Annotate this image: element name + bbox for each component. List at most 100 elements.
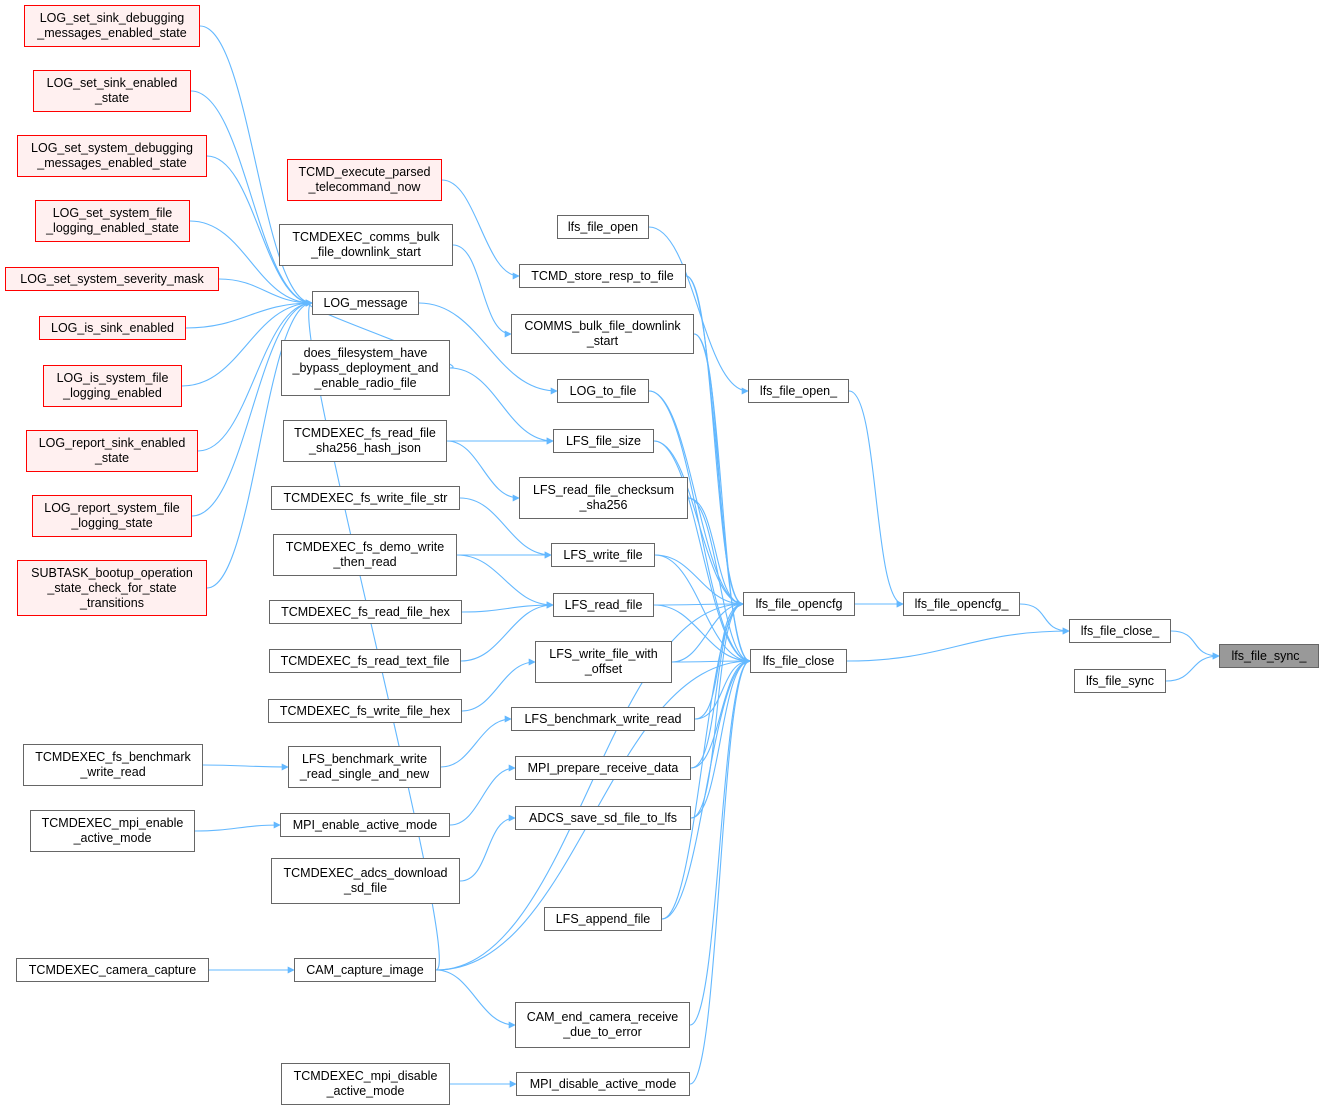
node-log-is-sink-enabled[interactable]: LOG_is_sink_enabled (39, 316, 186, 340)
node-label: lfs_file_open_ (759, 383, 838, 398)
edge-n28-n5 (654, 554, 751, 665)
node-label: LFS_write_file_with _offset (549, 647, 658, 676)
node-tcmdexec-comms-bulk-file-downlink-start[interactable]: TCMDEXEC_comms_bulk _file_downlink_start (279, 224, 453, 266)
node-label: LOG_is_system_file _logging_enabled (56, 371, 169, 400)
node-tcmd-store-resp-to-file[interactable]: TCMD_store_resp_to_file (519, 264, 686, 288)
node-cam-end-camera-receive-due-to-error[interactable]: CAM_end_camera_receive _due_to_error (515, 1002, 690, 1048)
node-label: TCMDEXEC_fs_benchmark _write_read (35, 750, 191, 779)
edge-n48-n5 (689, 657, 751, 1085)
node-log-set-sink-enabled-state[interactable]: LOG_set_sink_enabled _state (33, 70, 191, 112)
node-mpi-prepare-receive-data[interactable]: MPI_prepare_receive_data (515, 756, 691, 780)
node-cam-capture-image[interactable]: CAM_capture_image (294, 958, 436, 982)
edge-n42-n5 (690, 657, 751, 819)
node-log-set-system-severity-mask[interactable]: LOG_set_system_severity_mask (5, 267, 219, 291)
node-mpi-enable-active-mode[interactable]: MPI_enable_active_mode (280, 813, 450, 837)
node-label: ADCS_save_sd_file_to_lfs (529, 810, 677, 825)
node-label: LOG_set_sink_enabled _state (46, 76, 178, 105)
node-tcmdexec-mpi-enable-active-mode[interactable]: TCMDEXEC_mpi_enable _active_mode (30, 810, 195, 852)
edge-n1-n0 (1170, 630, 1220, 660)
node-label: lfs_file_close (762, 653, 835, 668)
node-label: TCMDEXEC_fs_write_file_hex (279, 703, 451, 718)
node-label: LFS_benchmark_write _read_single_and_new (299, 752, 430, 781)
node-tcmdexec-camera-capture[interactable]: TCMDEXEC_camera_capture (16, 958, 209, 982)
edge-n2-n0 (1165, 652, 1220, 682)
edge-n38-n37 (202, 763, 289, 771)
node-log-is-system-file-logging-enabled[interactable]: LOG_is_system_file _logging_enabled (43, 365, 182, 407)
node-lfs-file-open[interactable]: lfs_file_open_ (748, 379, 849, 403)
edge-n6-n3 (848, 390, 904, 608)
node-lfs-benchmark-write-read[interactable]: LFS_benchmark_write_read (511, 707, 695, 731)
edge-n36-n4 (694, 600, 744, 720)
node-log-set-system-debugging-messages-enabled-state[interactable]: LOG_set_system_debugging _messages_enabl… (17, 135, 207, 177)
node-lfs-file-opencfg[interactable]: lfs_file_opencfg (743, 592, 855, 616)
node-tcmdexec-mpi-disable-active-mode[interactable]: TCMDEXEC_mpi_disable _active_mode (281, 1063, 450, 1105)
node-lfs-file-open[interactable]: lfs_file_open (557, 215, 649, 239)
edge-n43-n42 (459, 814, 516, 882)
edge-n42-n4 (690, 600, 744, 819)
node-log-set-system-file-logging-enabled-state[interactable]: LOG_set_system_file _logging_enabled_sta… (35, 200, 190, 242)
node-subtask-bootup-operation-state-check-for-state-transitions[interactable]: SUBTASK_bootup_operation _state_check_fo… (17, 560, 207, 616)
node-comms-bulk-file-downlink-start[interactable]: COMMS_bulk_file_downlink _start (511, 314, 694, 354)
node-lfs-read-file-checksum-sha256[interactable]: LFS_read_file_checksum _sha256 (519, 477, 688, 519)
edge-n44-n5 (661, 657, 751, 920)
node-tcmdexec-fs-read-file-hex[interactable]: TCMDEXEC_fs_read_file_hex (269, 600, 462, 624)
node-tcmdexec-fs-write-file-str[interactable]: TCMDEXEC_fs_write_file_str (271, 486, 460, 510)
node-mpi-disable-active-mode[interactable]: MPI_disable_active_mode (516, 1072, 690, 1096)
node-tcmdexec-fs-read-text-file[interactable]: TCMDEXEC_fs_read_text_file (269, 649, 461, 673)
edge-n10-n5 (693, 333, 751, 665)
edge-n25-n13 (305, 299, 454, 369)
node-log-message[interactable]: LOG_message (312, 291, 419, 315)
node-lfs-file-opencfg[interactable]: lfs_file_opencfg_ (903, 592, 1020, 616)
node-label: LFS_file_size (565, 433, 642, 448)
node-log-to-file[interactable]: LOG_to_file (557, 379, 649, 403)
node-lfs-file-close[interactable]: lfs_file_close (750, 649, 847, 673)
node-tcmdexec-fs-demo-write-then-read[interactable]: TCMDEXEC_fs_demo_write _then_read (273, 534, 457, 576)
node-adcs-save-sd-file-to-lfs[interactable]: ADCS_save_sd_file_to_lfs (515, 806, 691, 830)
node-label: MPI_disable_active_mode (529, 1076, 677, 1091)
node-lfs-file-close[interactable]: lfs_file_close_ (1069, 619, 1171, 643)
node-label: LFS_read_file_checksum _sha256 (532, 483, 675, 512)
edge-n23-n13 (206, 299, 313, 589)
node-tcmdexec-fs-write-file-hex[interactable]: TCMDEXEC_fs_write_file_hex (268, 699, 462, 723)
node-lfs-read-file[interactable]: LFS_read_file (553, 593, 654, 617)
edge-n34-n4 (671, 600, 744, 663)
edge-n31-n4 (653, 600, 744, 608)
node-log-report-system-file-logging-state[interactable]: LOG_report_system_file _logging_state (32, 495, 192, 537)
edge-n9-n8 (441, 179, 520, 280)
edge-n8-n4 (685, 275, 744, 608)
node-lfs-write-file[interactable]: LFS_write_file (551, 543, 655, 567)
node-label: LFS_read_file (564, 597, 643, 612)
node-log-report-sink-enabled-state[interactable]: LOG_report_sink_enabled _state (26, 430, 198, 472)
edge-n5-n1 (846, 627, 1070, 662)
node-does-filesystem-have-bypass-deployment-and-enable-radio-file[interactable]: does_filesystem_have _bypass_deployment_… (281, 340, 450, 396)
edge-n45-n13 (305, 299, 440, 971)
node-label: CAM_capture_image (306, 962, 424, 977)
edge-n35-n34 (461, 658, 536, 712)
node-lfs-append-file[interactable]: LFS_append_file (544, 907, 662, 931)
node-label: CAM_end_camera_receive _due_to_error (526, 1010, 679, 1039)
node-tcmd-execute-parsed-telecommand-now[interactable]: TCMD_execute_parsed _telecommand_now (287, 159, 442, 201)
node-log-set-sink-debugging-messages-enabled-state[interactable]: LOG_set_sink_debugging _messages_enabled… (24, 5, 200, 47)
node-lfs-file-sync[interactable]: lfs_file_sync (1074, 669, 1166, 693)
node-tcmdexec-fs-read-file-sha256-hash-json[interactable]: TCMDEXEC_fs_read_file _sha256_hash_json (283, 420, 447, 462)
node-label: LOG_to_file (569, 383, 637, 398)
node-lfs-file-size[interactable]: LFS_file_size (553, 429, 654, 453)
edge-n3-n1 (1019, 603, 1070, 635)
node-label: TCMD_execute_parsed _telecommand_now (298, 165, 431, 194)
node-label: LOG_set_sink_debugging _messages_enabled… (37, 11, 187, 40)
node-label: lfs_file_sync (1085, 673, 1155, 688)
node-label: TCMDEXEC_fs_demo_write _then_read (285, 540, 445, 569)
node-label: lfs_file_close_ (1080, 623, 1160, 638)
node-label: LOG_set_system_severity_mask (20, 271, 204, 286)
node-lfs-write-file-with-offset[interactable]: LFS_write_file_with _offset (535, 641, 672, 683)
node-label: lfs_file_sync_ (1231, 648, 1307, 663)
node-lfs-benchmark-write-read-single-and-new[interactable]: LFS_benchmark_write _read_single_and_new (288, 746, 441, 788)
edge-n28-n4 (654, 554, 744, 608)
node-label: SUBTASK_bootup_operation _state_check_fo… (31, 565, 193, 610)
edge-n7-n6 (648, 226, 749, 395)
node-tcmdexec-adcs-download-sd-file[interactable]: TCMDEXEC_adcs_download _sd_file (271, 858, 460, 904)
node-label: TCMDEXEC_adcs_download _sd_file (283, 866, 448, 895)
node-tcmdexec-fs-benchmark-write-read[interactable]: TCMDEXEC_fs_benchmark _write_read (23, 744, 203, 786)
node-label: lfs_file_opencfg (755, 596, 843, 611)
